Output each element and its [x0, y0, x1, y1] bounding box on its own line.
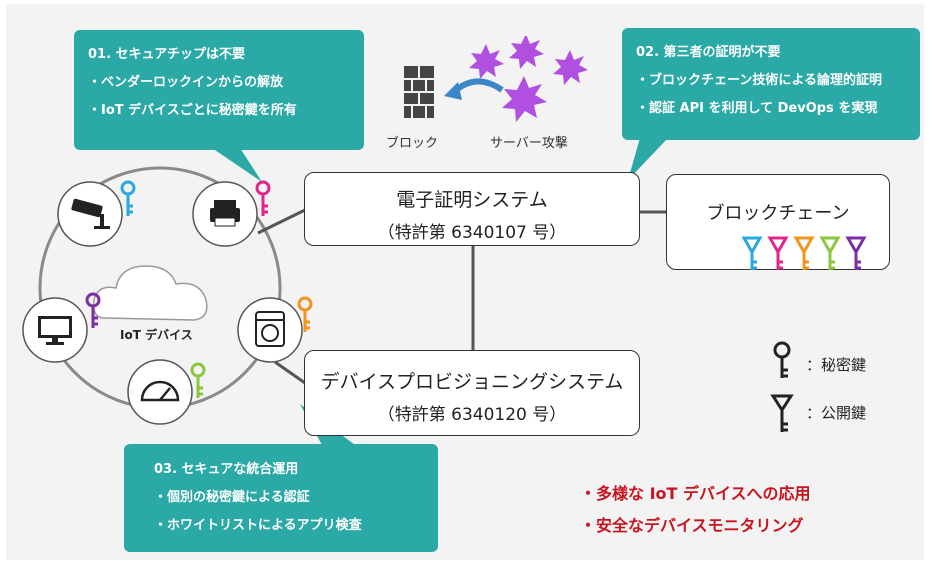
cert-system-box: 電子証明システム （特許第 6340107 号） — [304, 172, 640, 246]
provision-system-box: デバイスプロビジョニングシステム （特許第 6340120 号） — [304, 350, 640, 436]
public-key-icon — [819, 236, 841, 270]
benefit-item: ・安全なデバイスモニタリング — [580, 516, 804, 535]
attack-burst-icon — [509, 36, 544, 69]
legend-public-key: ：公開鍵 — [806, 404, 867, 422]
legend-private-key: ：秘密鍵 — [806, 356, 867, 374]
callout1-title: 01. セキュアチップは不要 — [88, 47, 246, 62]
private-key-icon — [190, 362, 206, 398]
callout2-item: ・ブロックチェーン技術による論理的証明 — [636, 73, 882, 88]
iot-devices — [22, 180, 313, 425]
benefit-item: ・多様な IoT デバイスへの応用 — [580, 484, 811, 503]
callout3-item: ・個別の秘密鍵による認証 — [154, 490, 310, 505]
callout3-title: 03. セキュアな統合運用 — [154, 462, 299, 477]
callout2-item: ・認証 API を利用して DevOps を実現 — [636, 101, 878, 116]
attack-illustration — [404, 36, 588, 122]
callout1-tail — [212, 148, 262, 182]
callout3-item: ・ホワイトリストによるアプリ検査 — [154, 518, 362, 533]
cloud-icon — [92, 265, 208, 321]
cert-system-patent: （特許第 6340107 号） — [377, 223, 567, 243]
public-key-icon — [767, 236, 789, 270]
callout-third-party: 02. 第三者の証明が不要 ・ブロックチェーン技術による論理的証明 ・認証 AP… — [622, 28, 920, 140]
private-key-icon — [297, 296, 313, 332]
blockchain-label: ブロックチェーン — [706, 203, 850, 224]
private-key-icon — [85, 292, 101, 328]
provision-system-patent: （特許第 6340120 号） — [377, 405, 567, 425]
deflect-arrow-icon — [451, 78, 504, 95]
public-key-icon — [793, 236, 815, 270]
public-key-icon — [770, 394, 794, 432]
arrowhead-icon — [444, 82, 462, 100]
provision-system-name: デバイスプロビジョニングシステム — [320, 371, 624, 393]
speedometer-icon — [140, 380, 180, 402]
attack-burst-icon — [553, 50, 588, 85]
private-key-icon — [773, 341, 791, 378]
public-key-row — [742, 236, 867, 270]
callout1-item: ・IoT デバイスごとに秘密鍵を所有 — [88, 103, 297, 118]
connector-ring-cert — [257, 208, 306, 235]
attack-burst-icon — [502, 76, 547, 122]
block-label: ブロック — [386, 136, 439, 151]
callout1-item: ・ベンダーロックインからの解放 — [88, 75, 284, 90]
attack-burst-icon — [469, 44, 504, 79]
connector-ring-provision — [274, 360, 306, 385]
private-key-icon — [255, 180, 271, 216]
firewall-icon — [404, 66, 434, 118]
public-key-icon — [742, 236, 763, 270]
printer-icon — [210, 200, 240, 227]
attack-label: サーバー攻撃 — [490, 136, 568, 151]
callout2-title: 02. 第三者の証明が不要 — [636, 45, 781, 60]
legend-icons — [770, 341, 794, 432]
iot-device-label: IoT デバイス — [120, 328, 193, 342]
gauge-device-circle — [127, 359, 193, 425]
security-camera-icon — [71, 198, 110, 229]
monitor-icon — [38, 316, 72, 345]
public-key-icon — [845, 236, 867, 270]
callout2-tail — [628, 138, 668, 180]
cert-system-name: 電子証明システム — [396, 189, 548, 211]
private-key-icon — [120, 180, 136, 216]
washing-machine-icon — [255, 311, 285, 347]
callout-secure-chip: 01. セキュアチップは不要 ・ベンダーロックインからの解放 ・IoT デバイス… — [74, 30, 364, 150]
callout-integrated-ops: 03. セキュアな統合運用 ・個別の秘密鍵による認証 ・ホワイトリストによるアプ… — [124, 444, 438, 552]
